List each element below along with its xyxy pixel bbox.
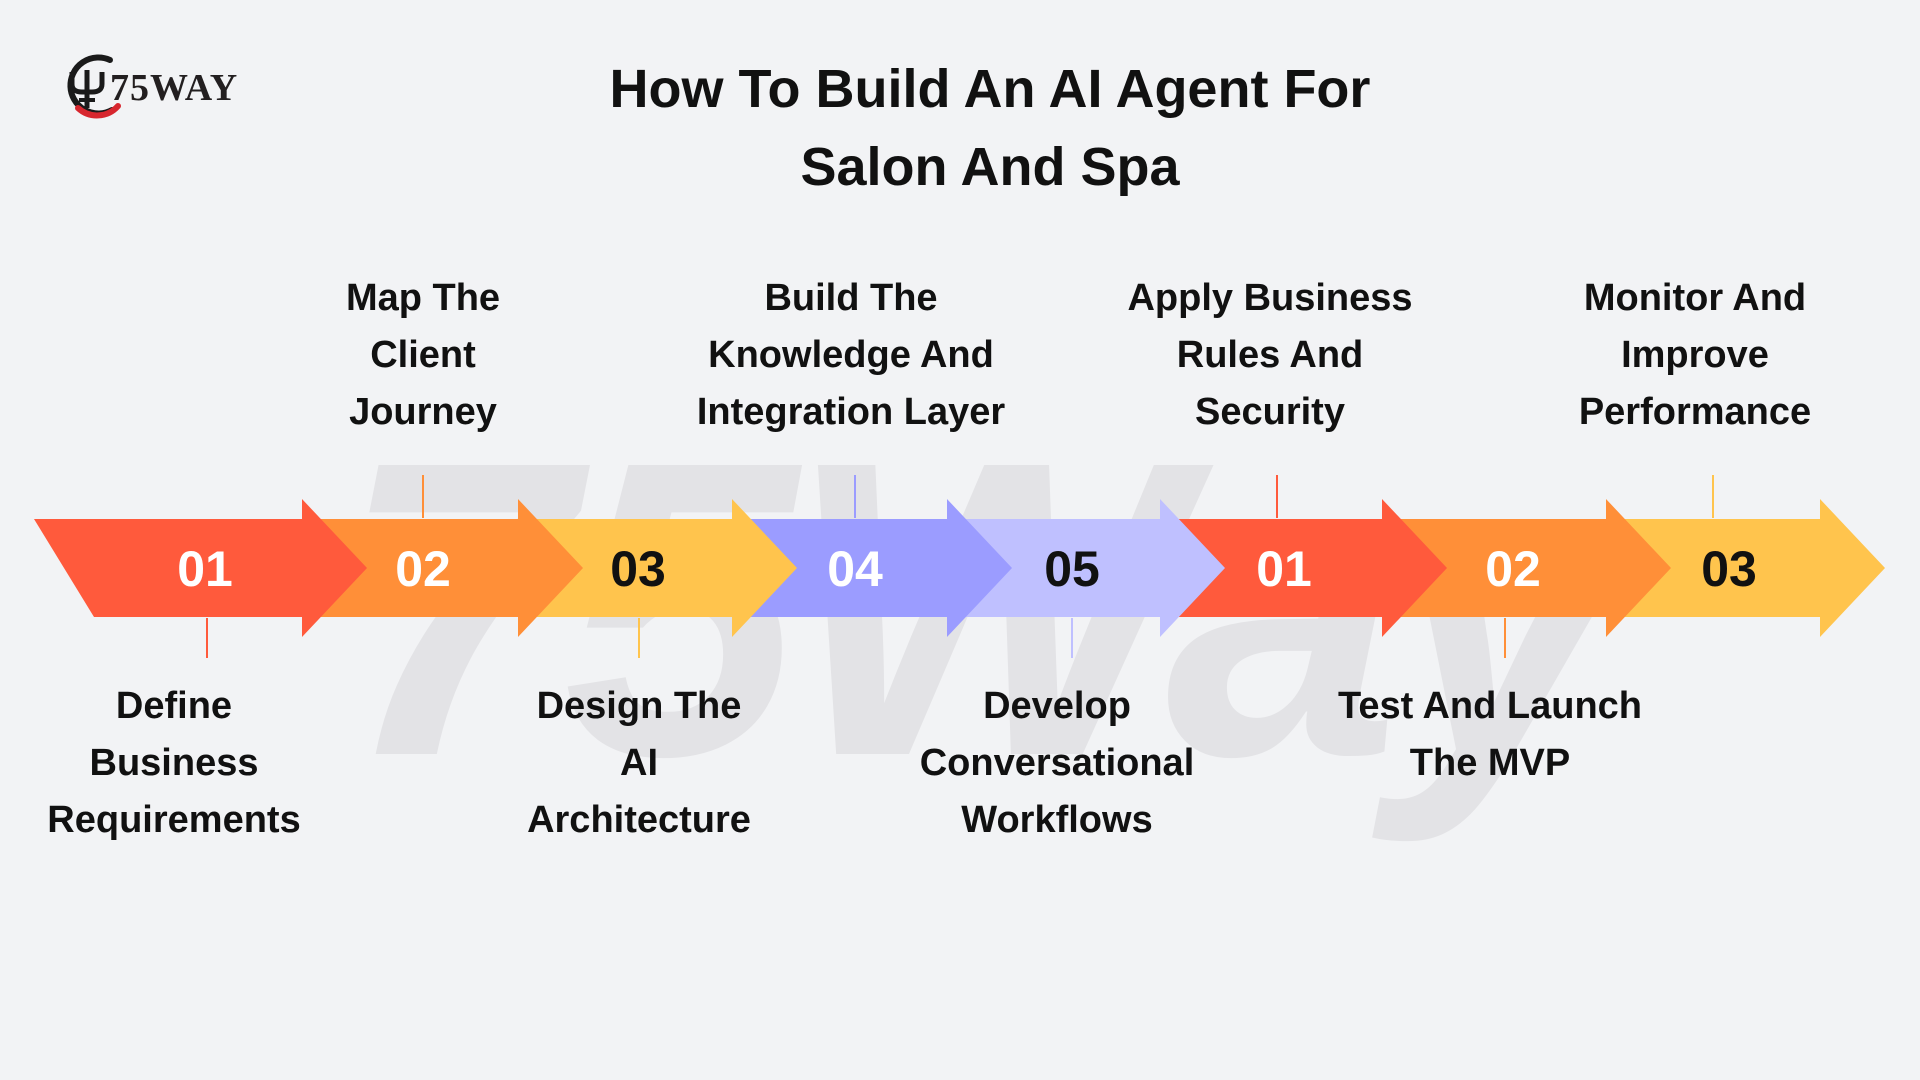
step-label-line: AI <box>620 742 658 784</box>
step-arrow <box>307 499 583 637</box>
step-label-line: Client <box>370 334 476 376</box>
step-label-line: Monitor And <box>1583 277 1807 319</box>
brand-logo-text: 75WAY <box>110 67 239 109</box>
step-label-line: Workflows <box>961 799 1153 841</box>
step-label-line: Requirements <box>47 799 301 841</box>
step-label-line: Define <box>115 685 233 727</box>
title-line: Salon And Spa <box>800 137 1180 197</box>
step-number: 03 <box>1701 541 1757 597</box>
step-label-line: The MVP <box>1409 742 1571 784</box>
step-number: 04 <box>827 541 883 597</box>
step-number: 03 <box>610 541 666 597</box>
step-label-line: Develop <box>983 685 1131 727</box>
step-number: 02 <box>395 541 451 597</box>
step-label-line: Integration Layer <box>696 391 1006 433</box>
step-label-line: Business <box>89 742 259 784</box>
step-label-line: Security <box>1195 391 1345 433</box>
title-line: How To Build An AI Agent For <box>609 59 1371 119</box>
step-arrow <box>1387 499 1671 637</box>
step-label-line: Map The <box>345 277 501 319</box>
step-label-line: Performance <box>1578 391 1812 433</box>
step-label-line: Knowledge And <box>708 334 994 376</box>
step-arrow <box>737 499 1012 637</box>
step-label-line: Conversational <box>919 742 1195 784</box>
step-number: 02 <box>1485 541 1541 597</box>
step-label-line: Test And Launch <box>1338 685 1642 727</box>
step-arrow <box>952 499 1225 637</box>
step-number: 01 <box>177 541 233 597</box>
step-arrow <box>1611 499 1885 637</box>
step-label-line: Architecture <box>527 799 751 841</box>
step-arrow <box>34 499 367 637</box>
page-title: How To Build An AI Agent For Salon And S… <box>560 50 1420 206</box>
step-label-line: Design The <box>536 685 742 727</box>
step-arrow <box>1165 499 1447 637</box>
step-label-line: Build The <box>764 277 938 319</box>
step-label-line: Apply Business <box>1127 277 1413 319</box>
step-label-line: Rules And <box>1176 334 1364 376</box>
step-number: 05 <box>1044 541 1100 597</box>
step-arrow <box>523 499 797 637</box>
step-number: 01 <box>1256 541 1312 597</box>
step-label-line: Journey <box>349 391 497 433</box>
brand-logo-icon <box>67 54 121 119</box>
step-label-line: Improve <box>1621 334 1769 376</box>
